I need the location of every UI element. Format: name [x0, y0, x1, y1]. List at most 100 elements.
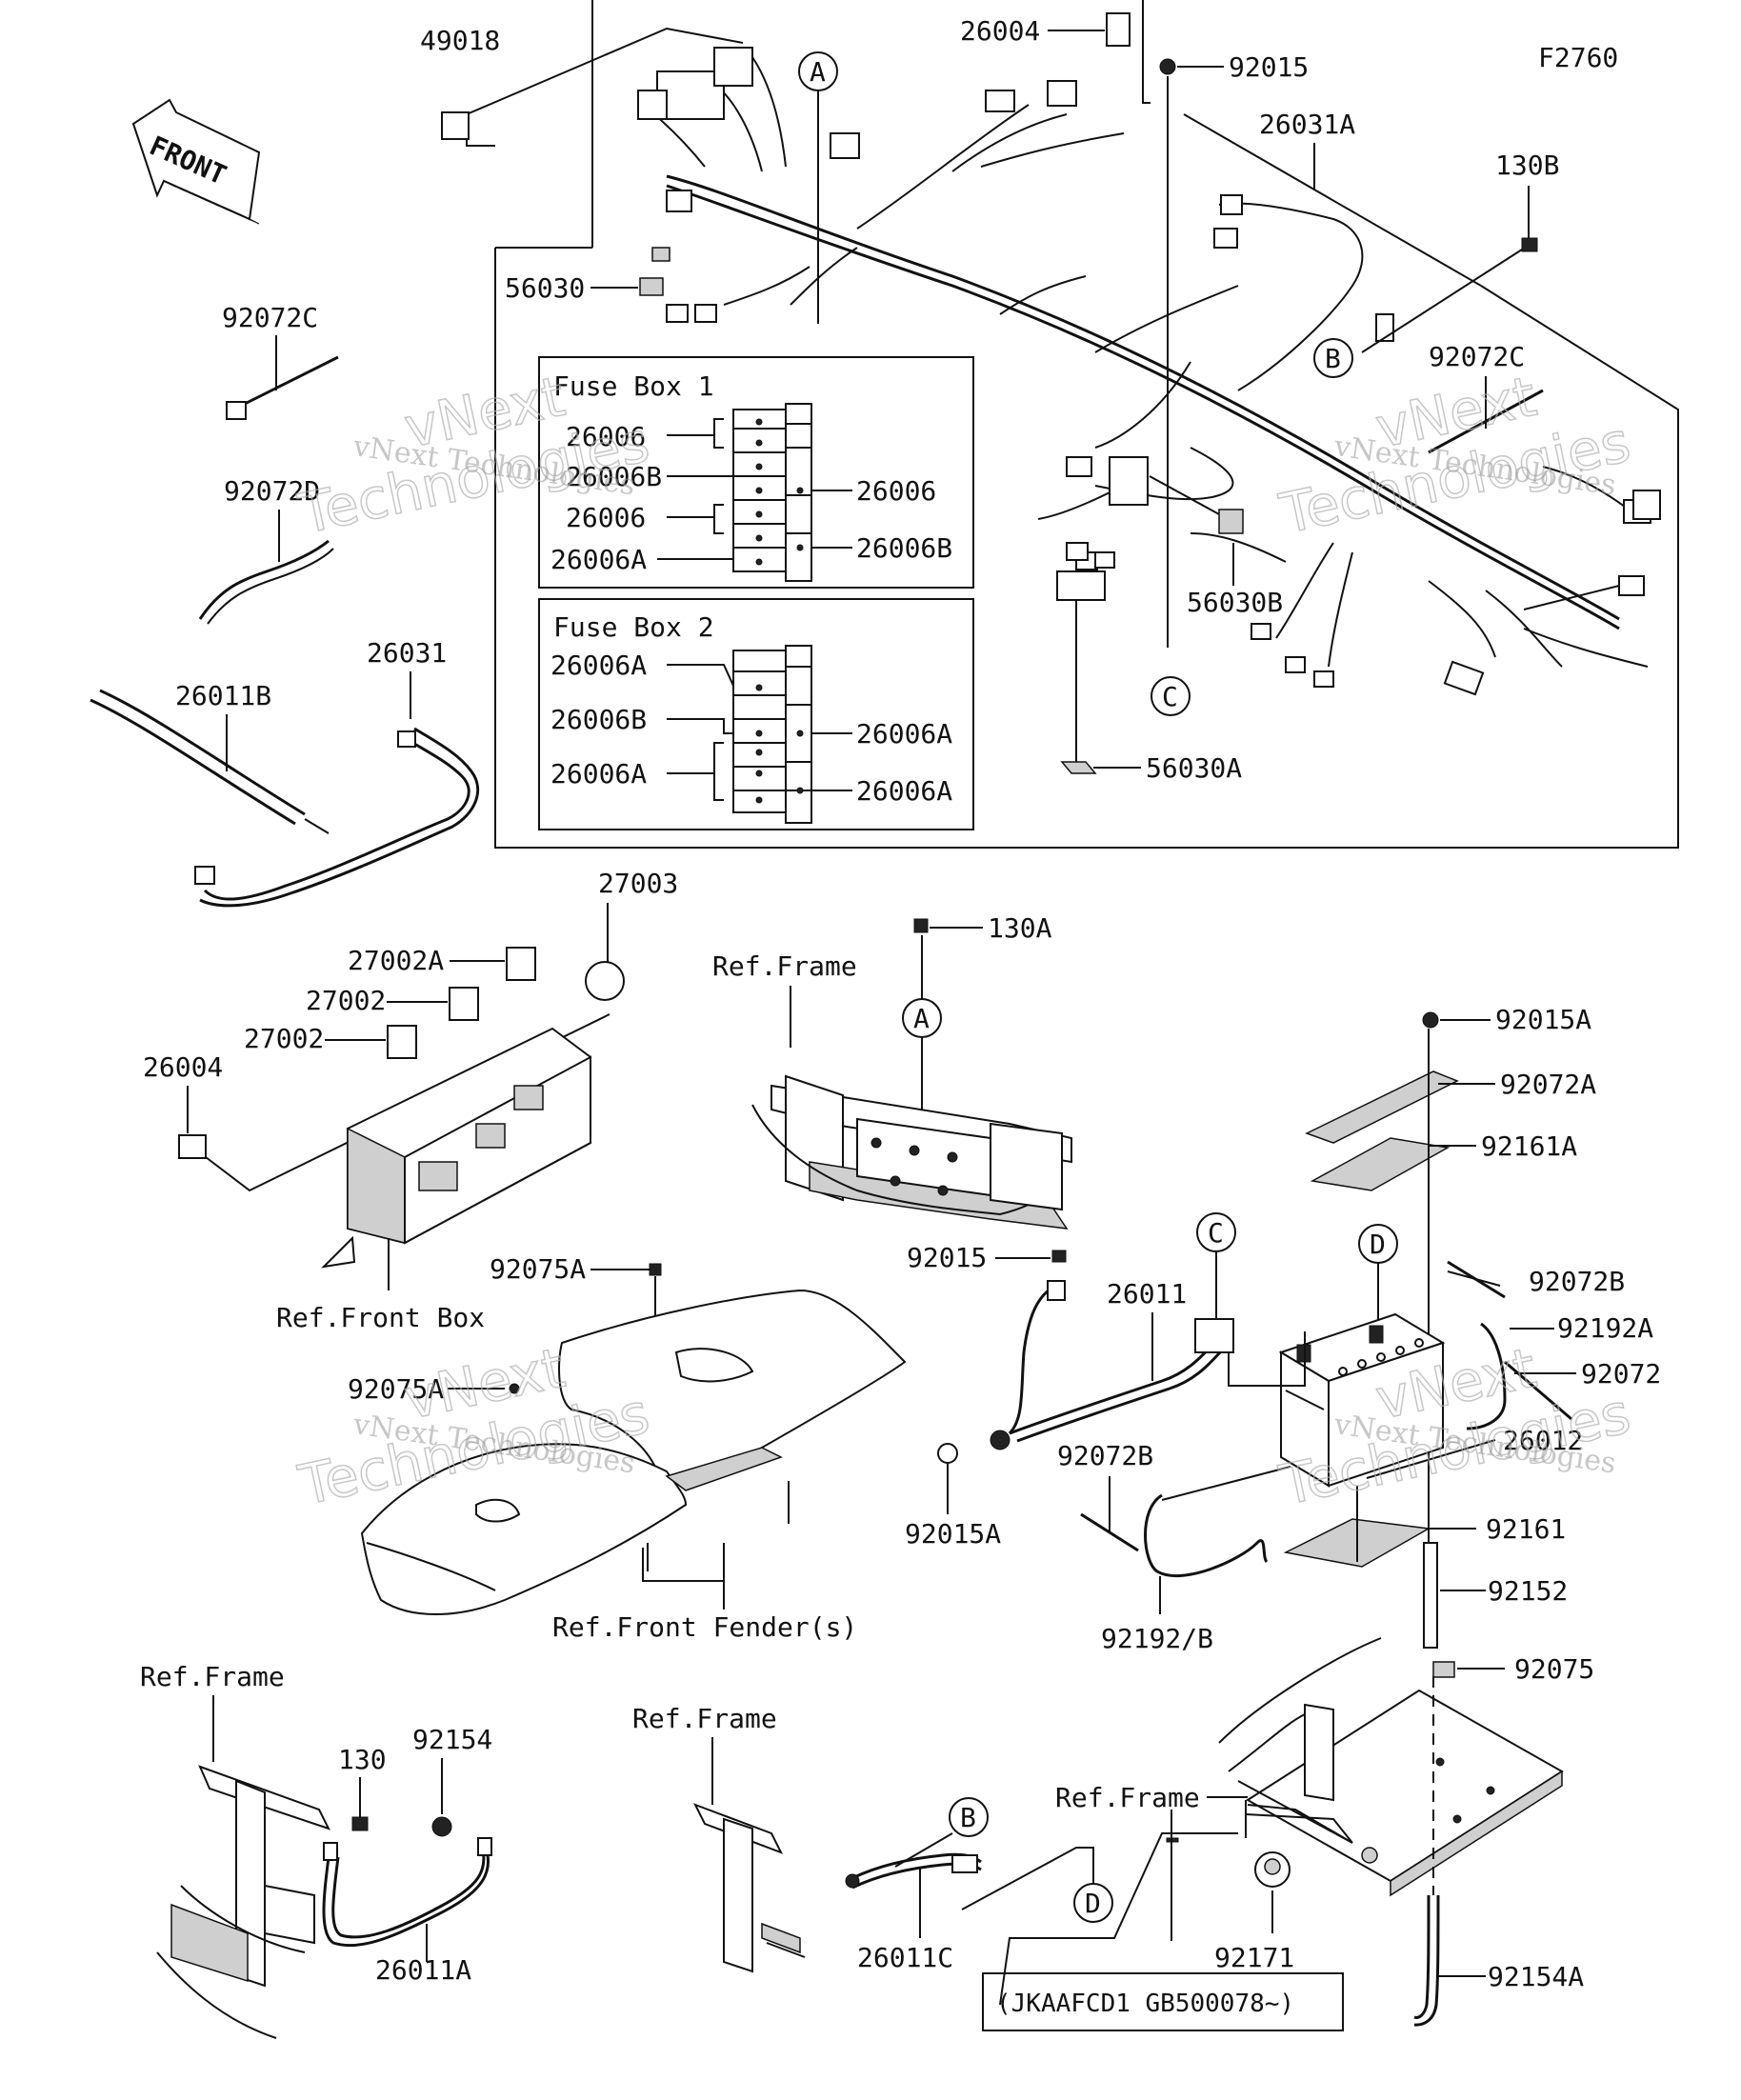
- fuse-box-1: Fuse Box 1 26006 26006B 26006 26006A: [538, 356, 974, 589]
- callout-130: 130: [338, 1744, 387, 1775]
- ref-front-box: Ref.Front Box: [276, 1302, 485, 1333]
- callout-130A: 130A: [988, 912, 1052, 944]
- main-wiring-harness-26031A: [637, 47, 1661, 696]
- fuse-relay-block-icon: [1109, 456, 1149, 506]
- relay-27002-icon: [387, 1025, 417, 1059]
- nut-92015A-icon: [1422, 1011, 1439, 1029]
- serial-note-box: [982, 1972, 1344, 2031]
- callout-130B: 130B: [1495, 150, 1559, 181]
- bolt-130A-icon: [913, 918, 929, 933]
- marker-b-top: [1313, 338, 1353, 378]
- ref-front-fender: Ref.Front Fender(s): [552, 1611, 857, 1643]
- cable-26011-icon: [990, 1280, 1234, 1450]
- callout-26011: 26011: [1107, 1278, 1187, 1310]
- callout-26004-top: 26004: [960, 15, 1040, 47]
- front-arrow-icon: FRONT: [131, 98, 261, 225]
- cable-26011B-icon: [90, 689, 330, 834]
- serial-note: (JKAAFCD1 GB500078~): [996, 1990, 1294, 2018]
- svg-text:D: D: [1085, 1888, 1101, 1919]
- ref-frame-mid: Ref.Frame: [712, 950, 857, 982]
- callout-26012: 26012: [1503, 1425, 1583, 1456]
- callout-27003: 27003: [598, 868, 678, 899]
- bolt-130-icon: [351, 1816, 369, 1831]
- tie-92072-icon: [1504, 1360, 1572, 1421]
- hose-92154A-icon: [1413, 1894, 1440, 2027]
- clamp-92154-icon: [431, 1816, 452, 1837]
- callout-92072C-right: 92072C: [1429, 341, 1525, 372]
- callout-26004-mid: 26004: [143, 1051, 223, 1083]
- front-box-icon: [321, 1027, 591, 1269]
- connector-26004-icon: [1106, 12, 1131, 47]
- watermark: vNext Technologies vNext Technologies vN…: [292, 363, 1636, 1518]
- svg-text:B: B: [1325, 343, 1341, 374]
- callout-92075A-1: 92075A: [490, 1253, 586, 1285]
- nut-92015A-mid-icon: [937, 1443, 958, 1464]
- marker-d-bot: [1073, 1883, 1113, 1923]
- tie-92072B-icon: [1080, 1512, 1139, 1552]
- clip-56030-icon: [639, 277, 664, 296]
- svg-text:D: D: [1370, 1229, 1386, 1260]
- battery-strap-92072A-icon: [1305, 1070, 1459, 1144]
- cable-92192B-icon: [1144, 1493, 1269, 1577]
- fuse-box-1-left-label: 26006B: [566, 461, 662, 492]
- battery-26012-icon: [1278, 1312, 1446, 1488]
- connector-26004-mid-icon: [178, 1134, 207, 1159]
- fuse-box-1-left-label: 26006: [566, 421, 646, 452]
- callout-92192A: 92192A: [1557, 1312, 1653, 1344]
- callout-56030B: 56030B: [1187, 587, 1283, 618]
- callout-92072B-mid: 92072B: [1057, 1440, 1153, 1471]
- marker-c-top: [1151, 676, 1191, 716]
- callout-92154A: 92154A: [1488, 1961, 1584, 1992]
- ref-frame-br: Ref.Frame: [1055, 1782, 1200, 1813]
- fuse-box-1-left-label: 26006A: [550, 544, 647, 575]
- callout-92072D: 92072D: [224, 475, 320, 507]
- grommet-92171-icon: [1254, 1851, 1291, 1888]
- callout-92161: 92161: [1486, 1513, 1566, 1545]
- fuse-box-2-right-label: 26006A: [856, 718, 952, 750]
- callout-92015A-top: 92015A: [1495, 1004, 1591, 1035]
- ref-frame-bm: Ref.Frame: [632, 1703, 777, 1734]
- callout-26031: 26031: [367, 637, 447, 669]
- connector-49018-icon: [441, 111, 470, 140]
- ref-frame-bl: Ref.Frame: [140, 1661, 285, 1692]
- battery-tray-icon: [1218, 1637, 1564, 1897]
- harness-group-outline: [494, 248, 1679, 849]
- nut-92015-icon: [1159, 58, 1176, 75]
- cable-tie-92072D-icon: [198, 539, 330, 620]
- relay-27002-icon: [449, 987, 479, 1021]
- marker-b-bot: [949, 1797, 989, 1837]
- callout-92072B-right: 92072B: [1529, 1266, 1625, 1297]
- cable-26031-icon: [194, 727, 480, 908]
- frame-section-mid-icon: [751, 1074, 1072, 1230]
- fuse-box-1-right-label: 26006B: [856, 532, 952, 564]
- callout-92072C-left: 92072C: [222, 302, 318, 333]
- clip-56030A-icon: [1060, 761, 1097, 774]
- svg-text:A: A: [810, 56, 826, 88]
- callout-27002-2: 27002: [244, 1023, 324, 1054]
- callout-26011B: 26011B: [175, 680, 271, 711]
- cable-92192A-icon: [1466, 1322, 1507, 1430]
- callout-92072: 92072: [1581, 1358, 1661, 1390]
- callout-92154: 92154: [412, 1724, 492, 1755]
- callout-92015A-mid: 92015A: [905, 1518, 1001, 1550]
- callout-92072A: 92072A: [1500, 1069, 1596, 1100]
- fuse-box-2-title: Fuse Box 2: [553, 611, 714, 643]
- svg-text:B: B: [960, 1802, 976, 1833]
- callout-92192B: 92192/B: [1101, 1623, 1213, 1654]
- fuse-box-2-left-label: 26006B: [550, 704, 647, 735]
- front-fender-icon: [360, 1289, 907, 1615]
- callout-92075: 92075: [1514, 1653, 1594, 1685]
- fuse-box-2-left-label: 26006A: [550, 650, 647, 681]
- fuse-box-1-left-label: 26006: [566, 502, 646, 533]
- pad-92161A-icon: [1310, 1137, 1451, 1191]
- fuse-box-1-title: Fuse Box 1: [553, 370, 714, 402]
- relay-27002A-icon: [506, 947, 536, 981]
- callout-92171: 92171: [1214, 1942, 1294, 1973]
- callout-92161A: 92161A: [1481, 1130, 1577, 1162]
- callout-56030: 56030: [505, 272, 585, 304]
- cable-tie-92072C-icon: [232, 355, 339, 411]
- fuse-box-2-right-label: 26006A: [856, 775, 952, 807]
- nut-92015-mid-icon: [1051, 1250, 1067, 1263]
- callout-92015-top: 92015: [1229, 51, 1309, 83]
